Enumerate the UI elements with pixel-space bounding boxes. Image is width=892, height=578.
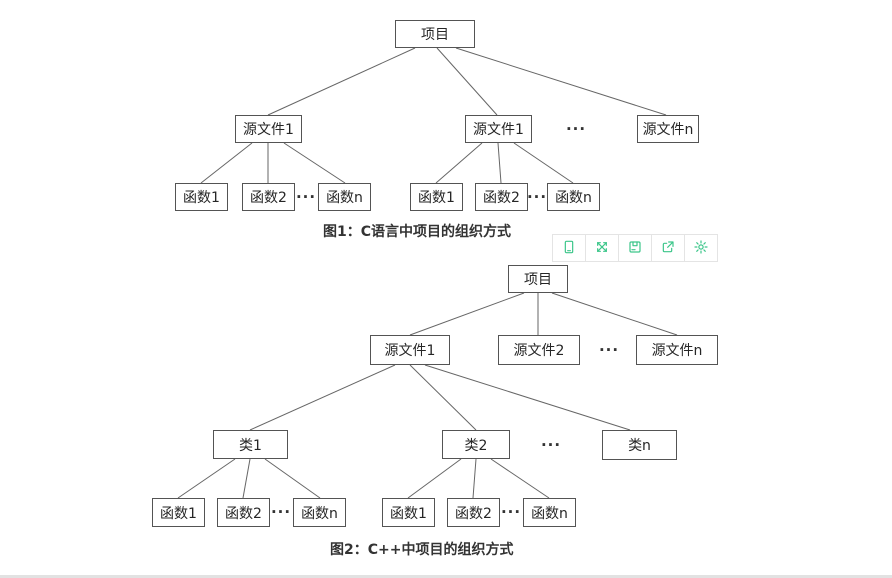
fullscreen-button[interactable]	[585, 234, 619, 262]
fig1-g2-funcN: 函数n	[547, 183, 600, 211]
fig2-node-class1: 类1	[213, 430, 288, 459]
mobile-preview-button[interactable]	[552, 234, 586, 262]
fig1-node-source2: 源文件1	[465, 115, 532, 143]
settings-button[interactable]	[684, 234, 718, 262]
fig2-g2-func2: 函数2	[447, 498, 500, 527]
fig2-g1-ellipsis: ···	[270, 503, 292, 521]
fig2-node-source1: 源文件1	[370, 335, 450, 365]
fig1-g1-ellipsis: ···	[295, 188, 317, 206]
settings-icon	[693, 239, 709, 258]
image-toolbar	[552, 234, 718, 262]
fig1-g1-func1: 函数1	[175, 183, 228, 211]
fig2-g1-func2: 函数2	[217, 498, 270, 527]
fig2-ellipsis-sources: ···	[598, 341, 620, 359]
share-button[interactable]	[651, 234, 685, 262]
fig2-g2-func1: 函数1	[382, 498, 435, 527]
fig2-node-source2: 源文件2	[498, 335, 580, 365]
save-button[interactable]	[618, 234, 652, 262]
fig2-g2-funcN: 函数n	[523, 498, 576, 527]
mobile-preview-icon	[561, 239, 577, 258]
save-icon	[627, 239, 643, 258]
fig2-ellipsis-classes: ···	[540, 436, 562, 454]
bottom-divider	[0, 575, 892, 578]
fig1-g2-func2: 函数2	[475, 183, 528, 211]
fig1-g2-ellipsis: ···	[526, 188, 548, 206]
fig2-node-classN: 类n	[602, 430, 677, 460]
fig2-node-project: 项目	[508, 265, 568, 293]
fig2-node-sourceN: 源文件n	[636, 335, 718, 365]
fig1-g2-func1: 函数1	[410, 183, 463, 211]
fig1-ellipsis-sources: ···	[565, 120, 587, 138]
fig1-g1-funcN: 函数n	[318, 183, 371, 211]
fig1-node-sourceN: 源文件n	[637, 115, 699, 143]
figure2-caption: 图2：C++中项目的组织方式	[330, 542, 514, 558]
fullscreen-icon	[594, 239, 610, 258]
fig1-g1-func2: 函数2	[242, 183, 295, 211]
fig2-g1-funcN: 函数n	[293, 498, 346, 527]
share-icon	[660, 239, 676, 258]
fig1-node-project: 项目	[395, 20, 475, 48]
fig2-g1-func1: 函数1	[152, 498, 205, 527]
fig2-node-class2: 类2	[442, 430, 510, 459]
fig1-node-source1: 源文件1	[235, 115, 302, 143]
figure1-caption: 图1：C语言中项目的组织方式	[323, 224, 512, 240]
fig2-g2-ellipsis: ···	[500, 503, 522, 521]
